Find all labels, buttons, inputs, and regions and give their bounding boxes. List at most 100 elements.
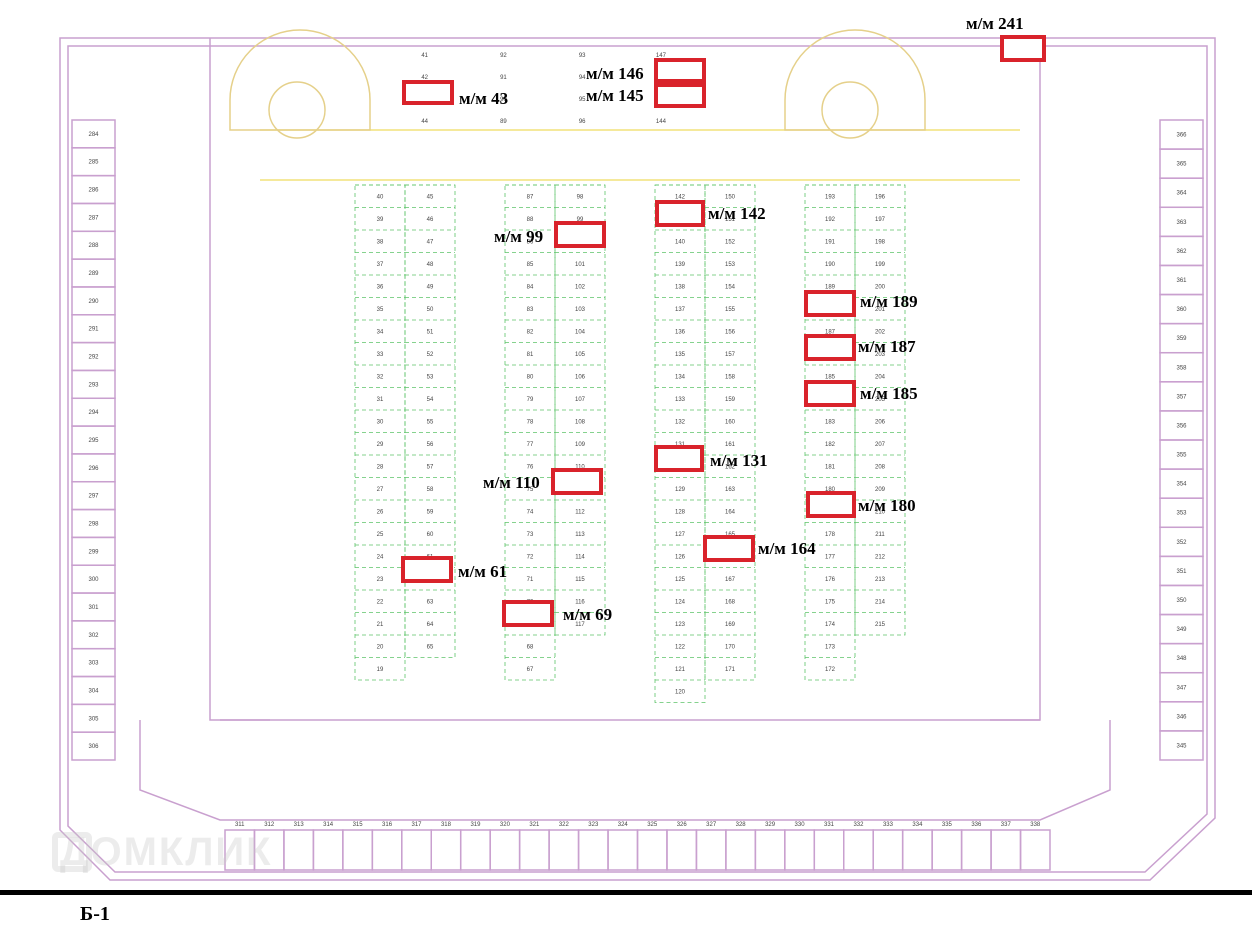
space-number: 325	[647, 822, 658, 828]
space-number: 305	[88, 716, 99, 722]
label-61: м/м 61	[458, 562, 508, 581]
space-number: 191	[825, 239, 836, 245]
space-number: 30	[377, 419, 384, 425]
label-99: м/м 99	[494, 227, 544, 246]
space-number: 328	[736, 822, 747, 828]
space-number: 112	[575, 509, 585, 515]
space-number: 144	[656, 119, 667, 125]
highlight-box-142[interactable]	[655, 200, 705, 227]
highlight-box-185[interactable]	[804, 380, 856, 407]
space-number: 175	[825, 599, 836, 605]
highlight-box-145[interactable]	[654, 83, 706, 108]
bottom-row-space	[342, 829, 374, 871]
highlight-box-189[interactable]	[804, 290, 856, 317]
highlight-box-187[interactable]	[804, 334, 856, 361]
space-number: 27	[377, 487, 384, 493]
space-number: 335	[942, 822, 953, 828]
highlight-box-241[interactable]	[1000, 35, 1046, 62]
highlight-box-99[interactable]	[554, 221, 606, 248]
space-number: 358	[1176, 365, 1187, 371]
space-number: 290	[88, 299, 99, 305]
space-number: 347	[1176, 685, 1187, 691]
page-divider	[0, 890, 1252, 895]
space-number: 88	[527, 217, 534, 223]
space-number: 300	[88, 577, 99, 583]
bottom-row-space	[784, 829, 816, 871]
parking-grid	[354, 184, 906, 703]
space-number: 158	[725, 374, 736, 380]
space-number: 298	[88, 521, 99, 527]
space-number: 203	[875, 352, 886, 358]
space-number: 92	[500, 53, 507, 59]
highlight-box-43[interactable]	[402, 80, 454, 105]
space-number: 54	[427, 397, 434, 403]
space-number: 72	[527, 554, 534, 560]
space-number: 139	[675, 262, 686, 268]
space-number: 362	[1176, 249, 1187, 255]
highlight-box-131[interactable]	[654, 445, 704, 472]
space-number: 289	[88, 271, 99, 277]
space-number: 34	[377, 329, 384, 335]
space-number: 357	[1176, 394, 1187, 400]
label-131: м/м 131	[710, 451, 768, 470]
space-number: 28	[377, 464, 384, 470]
space-number: 156	[725, 329, 736, 335]
space-number: 150	[725, 194, 736, 200]
space-number: 24	[377, 554, 384, 560]
space-number: 174	[825, 622, 836, 628]
space-number: 129	[675, 487, 686, 493]
space-number: 365	[1176, 162, 1187, 168]
space-number: 21	[377, 622, 384, 628]
bottom-row-space	[548, 829, 580, 871]
space-number: 346	[1176, 714, 1187, 720]
highlight-box-69[interactable]	[502, 600, 554, 627]
space-number: 317	[412, 822, 423, 828]
space-number: 77	[527, 442, 534, 448]
space-number: 117	[575, 622, 585, 628]
space-number: 131	[675, 442, 686, 448]
space-number: 352	[1176, 540, 1187, 546]
space-number: 359	[1176, 336, 1187, 342]
space-number: 360	[1176, 307, 1187, 313]
space-number: 355	[1176, 453, 1187, 459]
space-number: 159	[725, 397, 736, 403]
space-number: 128	[675, 509, 686, 515]
space-number: 312	[264, 822, 275, 828]
space-number: 79	[527, 397, 534, 403]
highlight-box-164[interactable]	[703, 535, 755, 562]
space-number: 332	[853, 822, 864, 828]
space-number: 292	[88, 355, 99, 361]
space-labels: 4039383736353433323130292827262524232221…	[88, 53, 1187, 828]
bottom-row-space	[430, 829, 462, 871]
space-number: 155	[725, 307, 736, 313]
space-number: 40	[377, 194, 384, 200]
highlight-box-146[interactable]	[654, 58, 706, 83]
space-number: 89	[500, 119, 507, 125]
space-number: 102	[575, 284, 586, 290]
space-number: 80	[527, 374, 534, 380]
space-number: 350	[1176, 598, 1187, 604]
highlight-box-61[interactable]	[401, 556, 453, 583]
space-number: 42	[421, 75, 428, 81]
space-number: 120	[675, 689, 686, 695]
bottom-row-space	[990, 829, 1022, 871]
space-number: 31	[377, 397, 384, 403]
space-number: 19	[377, 667, 384, 673]
space-number: 198	[875, 239, 886, 245]
highlight-box-110[interactable]	[551, 468, 603, 495]
space-number: 286	[88, 188, 99, 194]
space-number: 95	[579, 97, 586, 103]
highlight-box-180[interactable]	[806, 491, 856, 518]
bottom-row-space	[1019, 829, 1051, 871]
space-number: 64	[427, 622, 434, 628]
space-number: 134	[675, 374, 686, 380]
space-number: 181	[825, 464, 836, 470]
label-145: м/м 145	[586, 86, 644, 105]
space-number: 78	[527, 419, 534, 425]
space-number: 105	[575, 352, 586, 358]
space-number: 293	[88, 382, 99, 388]
space-number: 86	[527, 239, 534, 245]
space-number: 93	[579, 53, 586, 59]
space-number: 196	[875, 194, 886, 200]
space-number: 197	[875, 217, 886, 223]
